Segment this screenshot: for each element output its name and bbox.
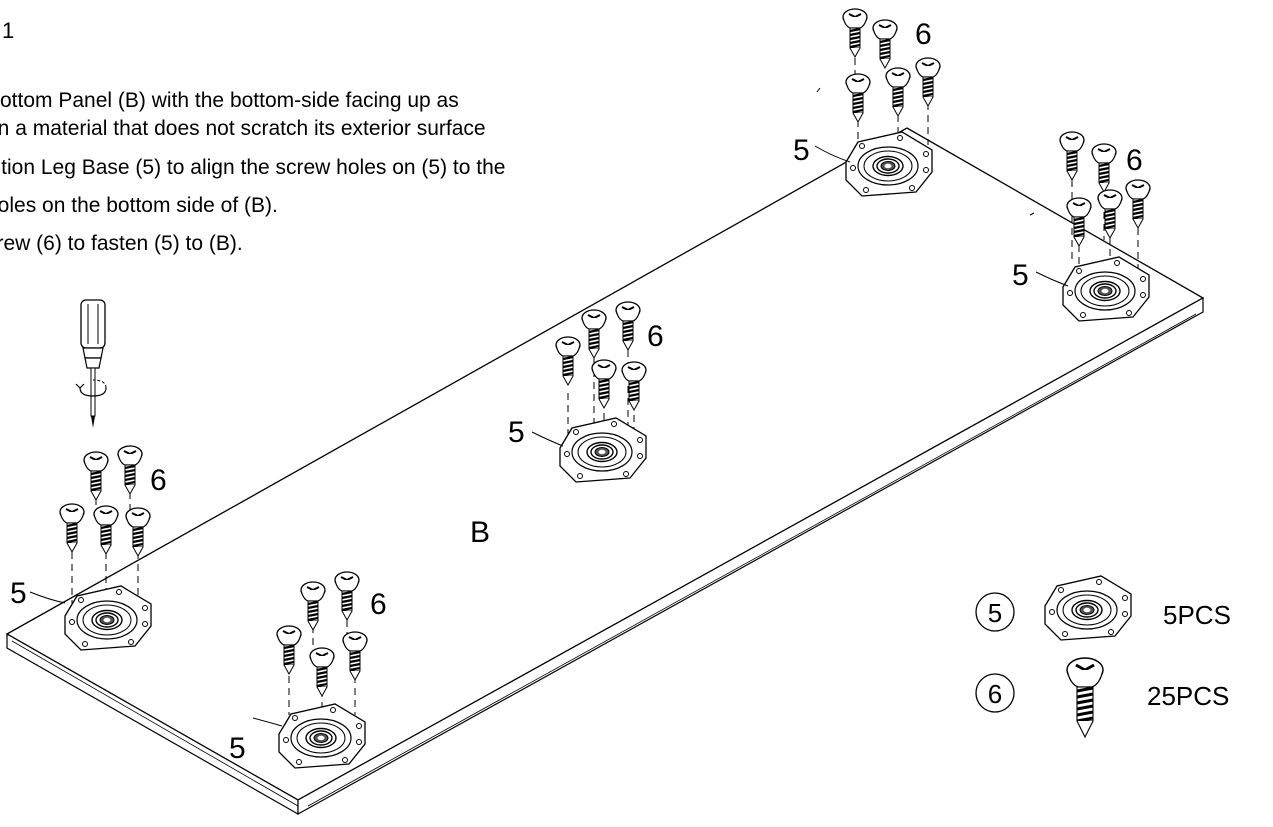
leg-base-cluster-5 [1035,130,1152,322]
step-number: 1 [2,18,15,43]
screw-6 [914,56,942,108]
leg-base-5 [559,417,647,483]
screw-6 [58,502,86,554]
leg-base-label: 5 [10,577,27,610]
part-id-badge [975,673,1015,713]
part-quantity-5: 5PCS [1163,600,1231,630]
leg-base-cluster-4 [814,7,942,197]
screw-label: 6 [647,320,664,353]
instructions-block: 1 Bottom Panel (B) with the bottom-side … [0,0,760,270]
part-screw-row: 6 25PCS [975,656,1229,739]
screw-6 [92,504,120,556]
leg-base-label: 5 [508,416,525,449]
part-leg-base-row: 5 5PCS [975,575,1231,641]
instruction-line-1: Bottom Panel (B) with the bottom-side fa… [0,89,459,112]
instruction-line-2: on a material that does not scratch its … [0,117,486,140]
screw-6 [1058,130,1086,182]
screw-6 [116,444,144,496]
leg-base-icon [1044,575,1132,641]
screw-6 [844,72,872,124]
instruction-line-3: sition Leg Base (5) to align the screw h… [0,156,506,179]
screw-label: 6 [915,18,932,51]
leg-base-label: 5 [793,134,810,167]
screw-6 [124,506,152,558]
screw-icon [1065,656,1105,739]
instruction-line-5: crew (6) to fasten (5) to (B). [0,232,243,255]
screw-6 [1090,142,1118,194]
leg-base-label: 5 [1012,259,1029,292]
screw-6 [1124,178,1152,230]
screw-label: 6 [1126,144,1143,177]
leg-base-5 [845,131,933,197]
leg-base-5 [1062,256,1150,322]
panel-label: B [470,516,490,549]
diagram-labels: 5 6 5 6 5 6 5 6 5 6 B [10,18,1143,765]
leg-base-5 [278,703,366,769]
instruction-line-4: holes on the bottom side of (B). [0,194,278,217]
screw-6 [1096,188,1124,240]
screw-label: 6 [150,464,167,497]
screw-6 [884,66,912,118]
screw-6 [871,18,899,70]
screw-6 [841,7,869,59]
part-id-badge [975,592,1015,632]
leg-base-cluster-3 [531,300,648,483]
leg-base-label: 5 [229,732,246,765]
screw-label: 6 [370,588,387,621]
screwdriver-icon [75,299,107,428]
part-quantity-6: 25PCS [1147,681,1229,711]
part-id-5: 5 [988,598,1002,628]
screw-6 [82,450,110,502]
leg-base-cluster-2 [252,570,369,769]
part-id-6: 6 [988,679,1002,709]
leg-base-cluster-1 [29,444,152,651]
leg-base-5 [64,585,152,651]
parts-legend: 5 5PCS 6 25PCS [975,575,1231,739]
